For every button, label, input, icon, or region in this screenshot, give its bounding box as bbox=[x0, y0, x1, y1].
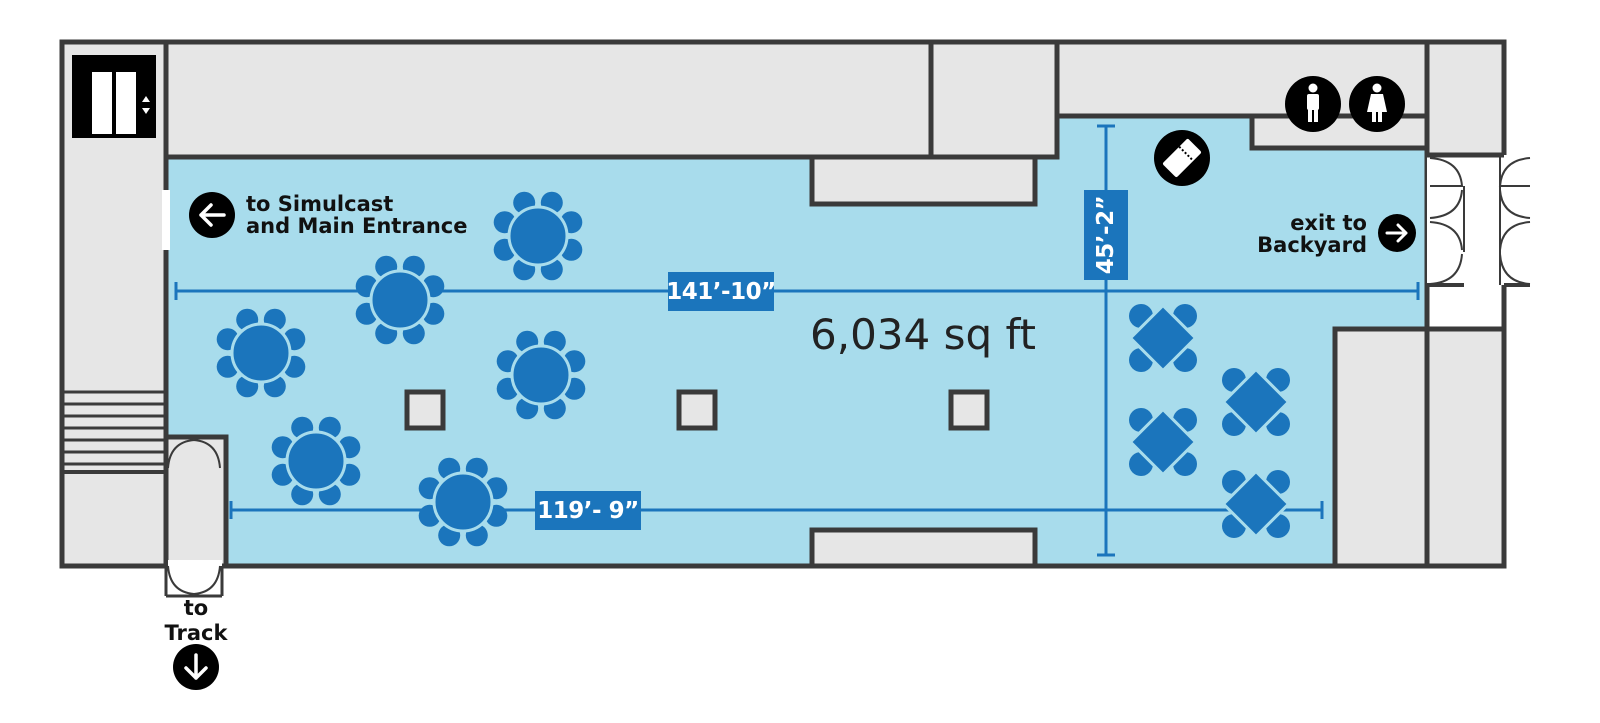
square-table bbox=[1221, 469, 1291, 539]
round-tables bbox=[216, 191, 586, 547]
ticket-icon bbox=[1154, 130, 1210, 186]
room-right-bottom-2 bbox=[1424, 326, 1507, 569]
to-simulcast-line-2: and Main Entrance bbox=[246, 214, 468, 238]
room-top-middle bbox=[928, 39, 1060, 160]
square-table bbox=[1128, 407, 1198, 477]
track-door-swing bbox=[167, 565, 221, 595]
square-table bbox=[1221, 367, 1291, 437]
column bbox=[676, 389, 718, 431]
backyard-door-swing bbox=[1429, 157, 1531, 285]
backyard-exit-corridor bbox=[1427, 155, 1537, 329]
room-right-top bbox=[1424, 39, 1507, 160]
column bbox=[404, 389, 446, 431]
to-simulcast-label: to Simulcast and Main Entrance bbox=[246, 193, 468, 237]
room-top-left bbox=[163, 39, 934, 160]
round-table bbox=[216, 308, 306, 398]
dimension-length-bottom: 119’- 9” bbox=[535, 491, 641, 530]
mens-restroom-icon bbox=[1285, 76, 1341, 132]
left-opening bbox=[162, 190, 170, 250]
arrow-left-icon bbox=[189, 192, 235, 238]
dimension-length-top: 141’-10” bbox=[666, 272, 776, 311]
round-table bbox=[271, 416, 361, 506]
round-table bbox=[496, 330, 586, 420]
track-door-gap bbox=[168, 560, 222, 572]
column bbox=[948, 389, 990, 431]
exit-backyard-line-2: Backyard bbox=[1257, 233, 1367, 257]
elevator-icon bbox=[72, 55, 156, 138]
to-track-label: to Track bbox=[150, 596, 242, 646]
dimension-line-bottom bbox=[229, 501, 1324, 519]
round-table bbox=[493, 191, 583, 281]
area-label: 6,034 sq ft bbox=[810, 310, 1036, 359]
bar-counter-top bbox=[809, 154, 1038, 207]
arrow-right-icon bbox=[1378, 214, 1416, 252]
dimension-width: 45’-2” bbox=[1084, 190, 1128, 280]
vestibule-door-swing bbox=[167, 439, 221, 469]
to-track-line-2: Track bbox=[164, 621, 228, 645]
square-tables bbox=[1128, 303, 1291, 539]
to-simulcast-line-1: to Simulcast bbox=[246, 192, 394, 216]
bar-counter-bottom bbox=[809, 527, 1038, 569]
round-table bbox=[355, 255, 445, 345]
square-table bbox=[1128, 303, 1198, 373]
room-right-bottom bbox=[1332, 326, 1430, 569]
to-track-line-1: to bbox=[183, 596, 209, 620]
arrow-down-icon bbox=[173, 644, 219, 690]
dimension-width-text: 45’-2” bbox=[1093, 195, 1120, 275]
womens-restroom-icon bbox=[1349, 76, 1405, 132]
exit-backyard-label: exit to Backyard bbox=[1252, 212, 1367, 256]
round-table bbox=[418, 457, 508, 547]
exit-backyard-line-1: exit to bbox=[1290, 211, 1367, 235]
